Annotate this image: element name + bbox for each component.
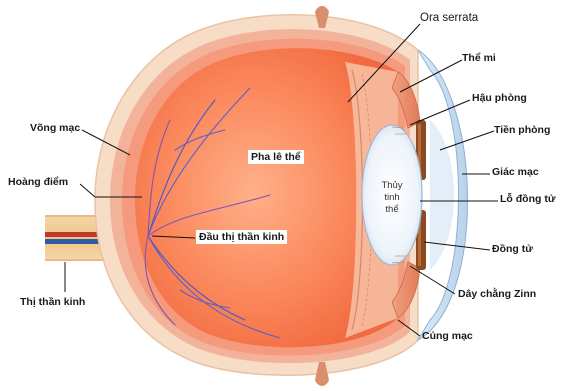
label-tien-phong: Tiền phòng bbox=[494, 124, 550, 136]
label-giac-mac: Giác mạc bbox=[492, 166, 539, 178]
lens-label-line-1: Thủy bbox=[372, 180, 412, 192]
label-lo-dong-tu: Lỗ đồng tử bbox=[500, 193, 555, 205]
label-the-mi: Thể mi bbox=[462, 52, 496, 64]
label-ora-serrata: Ora serrata bbox=[420, 12, 478, 24]
label-day-chang-zinn: Dây chằng Zinn bbox=[458, 288, 536, 300]
label-vong-mac: Võng mạc bbox=[30, 122, 80, 134]
label-cung-mac: Củng mạc bbox=[422, 330, 473, 342]
label-pha-le-the: Pha lê thể bbox=[248, 150, 304, 164]
anterior-chamber bbox=[430, 120, 454, 270]
label-hau-phong: Hậu phòng bbox=[472, 92, 527, 104]
label-thuy-tinh-the: Thủy tinh thể bbox=[372, 180, 412, 216]
lens-label-line-2: tinh bbox=[372, 192, 412, 204]
label-dau-thi-than-kinh: Đầu thị thần kinh bbox=[196, 230, 287, 244]
label-thi-than-kinh: Thị thần kinh bbox=[20, 296, 85, 308]
lens-label-line-3: thể bbox=[372, 204, 412, 216]
label-dong-tu: Đồng tử bbox=[492, 243, 533, 255]
label-hoang-diem: Hoàng điểm bbox=[8, 176, 68, 188]
